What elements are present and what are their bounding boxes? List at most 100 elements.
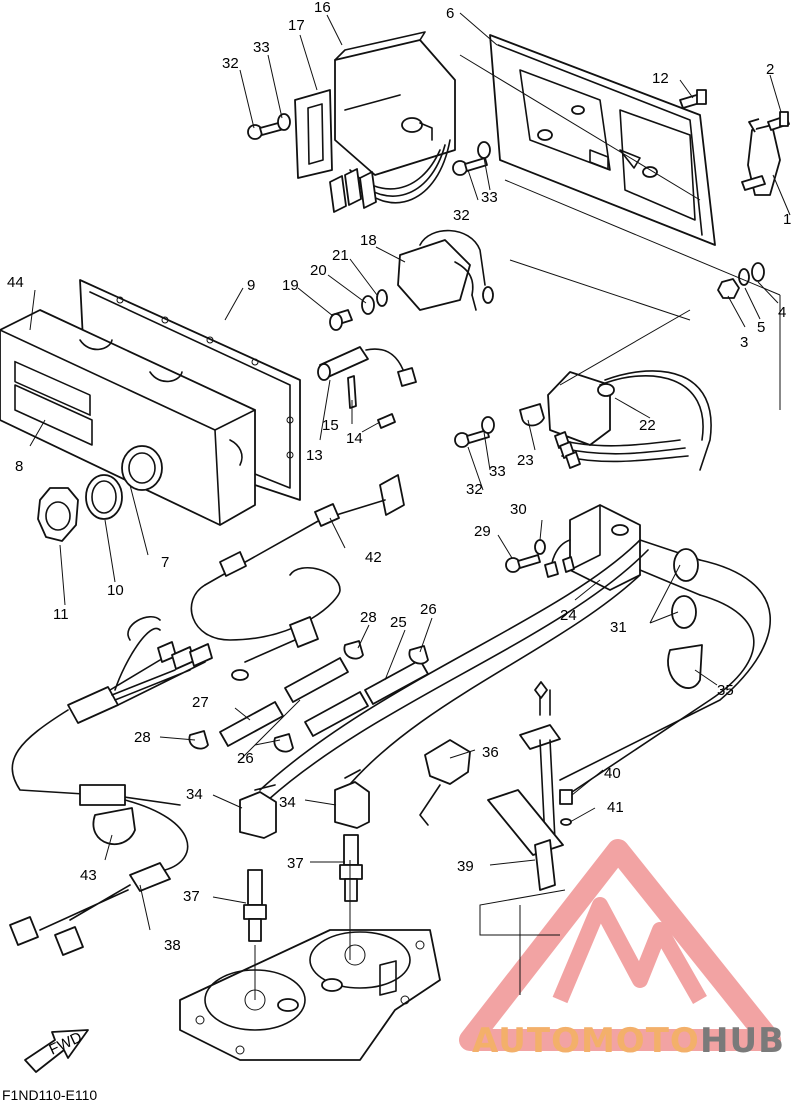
ht-leads — [259, 539, 771, 801]
callout-9: 9 — [247, 277, 255, 294]
band-43 — [92, 807, 136, 846]
callout-34b: 34 — [279, 794, 296, 811]
callout-33c: 33 — [489, 463, 506, 480]
screw-32-top — [247, 113, 291, 140]
clamp-35 — [667, 644, 703, 689]
cover-8 — [0, 309, 256, 526]
screw-29 — [505, 554, 541, 573]
washer-30 — [534, 539, 546, 555]
callout-27: 27 — [192, 694, 209, 711]
washer-4 — [751, 262, 765, 282]
watermark-logo — [459, 839, 781, 1051]
tube-25 — [304, 659, 429, 737]
plug-cap-34-left — [239, 784, 277, 839]
watermark-text-right: HUB — [700, 1021, 785, 1061]
callout-6: 6 — [446, 5, 454, 22]
bolt-40 — [559, 789, 573, 805]
mount-plate-17 — [294, 89, 333, 179]
callout-8: 8 — [15, 458, 23, 475]
watermark-text: AUTOMOTO HUB — [472, 1021, 785, 1061]
diagram-code: F1ND110-E110 — [2, 1087, 97, 1103]
callout-25: 25 — [390, 614, 407, 631]
bracket-22 — [547, 370, 712, 471]
callout-2: 2 — [766, 61, 774, 78]
clip-15 — [347, 375, 357, 409]
wire-harness — [9, 615, 213, 956]
callout-3: 3 — [740, 334, 748, 351]
callout-15: 15 — [322, 417, 339, 434]
tube-27 — [219, 657, 349, 747]
washer-41 — [560, 818, 572, 826]
callout-32b: 32 — [453, 207, 470, 224]
ignition-coil-24 — [544, 504, 701, 596]
sensor-13 — [317, 346, 417, 387]
callout-43: 43 — [80, 867, 97, 884]
callout-32c: 32 — [466, 481, 483, 498]
screw-2 — [767, 111, 790, 131]
clamp-23 — [519, 403, 689, 469]
callout-12: 12 — [652, 70, 669, 87]
watermark-text-left: AUTOMOTO — [472, 1021, 700, 1061]
callout-26b: 26 — [237, 750, 254, 767]
callout-28b: 28 — [134, 729, 151, 746]
washer-21 — [376, 289, 388, 307]
callout-29: 29 — [474, 523, 491, 540]
nut-3 — [717, 278, 740, 299]
callout-39: 39 — [457, 858, 474, 875]
callout-18: 18 — [360, 232, 377, 249]
callout-24: 24 — [560, 607, 577, 624]
bracket-36 — [419, 739, 471, 826]
clamps-26-28 — [188, 640, 429, 753]
callout-20: 20 — [310, 262, 327, 279]
callout-21: 21 — [332, 247, 349, 264]
callout-5: 5 — [757, 319, 765, 336]
callout-41: 41 — [607, 799, 624, 816]
callout-38: 38 — [164, 937, 181, 954]
harness-connector-13 — [231, 616, 319, 681]
washer-5 — [738, 268, 750, 286]
callout-33a: 33 — [253, 39, 270, 56]
fwd-arrow-icon: FWD — [24, 1029, 89, 1073]
callout-31: 31 — [610, 619, 627, 636]
callout-37a: 37 — [287, 855, 304, 872]
callout-14: 14 — [346, 430, 363, 447]
callout-22: 22 — [639, 417, 656, 434]
ignition-box-16 — [329, 31, 456, 213]
spark-plug-37-left — [243, 869, 267, 942]
callout-4: 4 — [778, 304, 786, 321]
callout-17: 17 — [288, 17, 305, 34]
bracket-plate-6 — [489, 34, 716, 246]
callout-33b: 33 — [481, 189, 498, 206]
callout-16: 16 — [314, 0, 331, 16]
cap-11 — [37, 487, 79, 542]
callout-44: 44 — [7, 274, 24, 291]
callout-19: 19 — [282, 277, 299, 294]
spark-plug-37-right — [339, 834, 363, 902]
callout-1: 1 — [783, 211, 791, 228]
callout-23: 23 — [517, 452, 534, 469]
callout-30: 30 — [510, 501, 527, 518]
bolt-near-1 — [741, 175, 766, 191]
plug-cap-34-right — [334, 769, 370, 829]
terminal-14 — [377, 413, 396, 429]
guide-lines — [239, 54, 781, 1000]
callout-42: 42 — [365, 549, 382, 566]
cylinder-head — [179, 929, 441, 1061]
callout-7: 7 — [161, 554, 169, 571]
callout-37b: 37 — [183, 888, 200, 905]
callout-32a: 32 — [222, 55, 239, 72]
callout-35: 35 — [717, 682, 734, 699]
grommet-31 — [671, 548, 699, 629]
callout-13: 13 — [306, 447, 323, 464]
callout-40: 40 — [604, 765, 621, 782]
callout-numbers: 1 2 3 4 5 6 7 8 9 10 11 12 13 14 15 16 1… — [7, 0, 791, 954]
leader-lines — [29, 12, 791, 931]
callout-26a: 26 — [420, 601, 437, 618]
callout-11: 11 — [53, 606, 69, 623]
screw-12 — [679, 89, 707, 109]
screw-32-lower — [454, 416, 495, 448]
callout-34a: 34 — [186, 786, 203, 803]
washer-20 — [361, 295, 375, 315]
o-ring-10 — [85, 474, 123, 520]
